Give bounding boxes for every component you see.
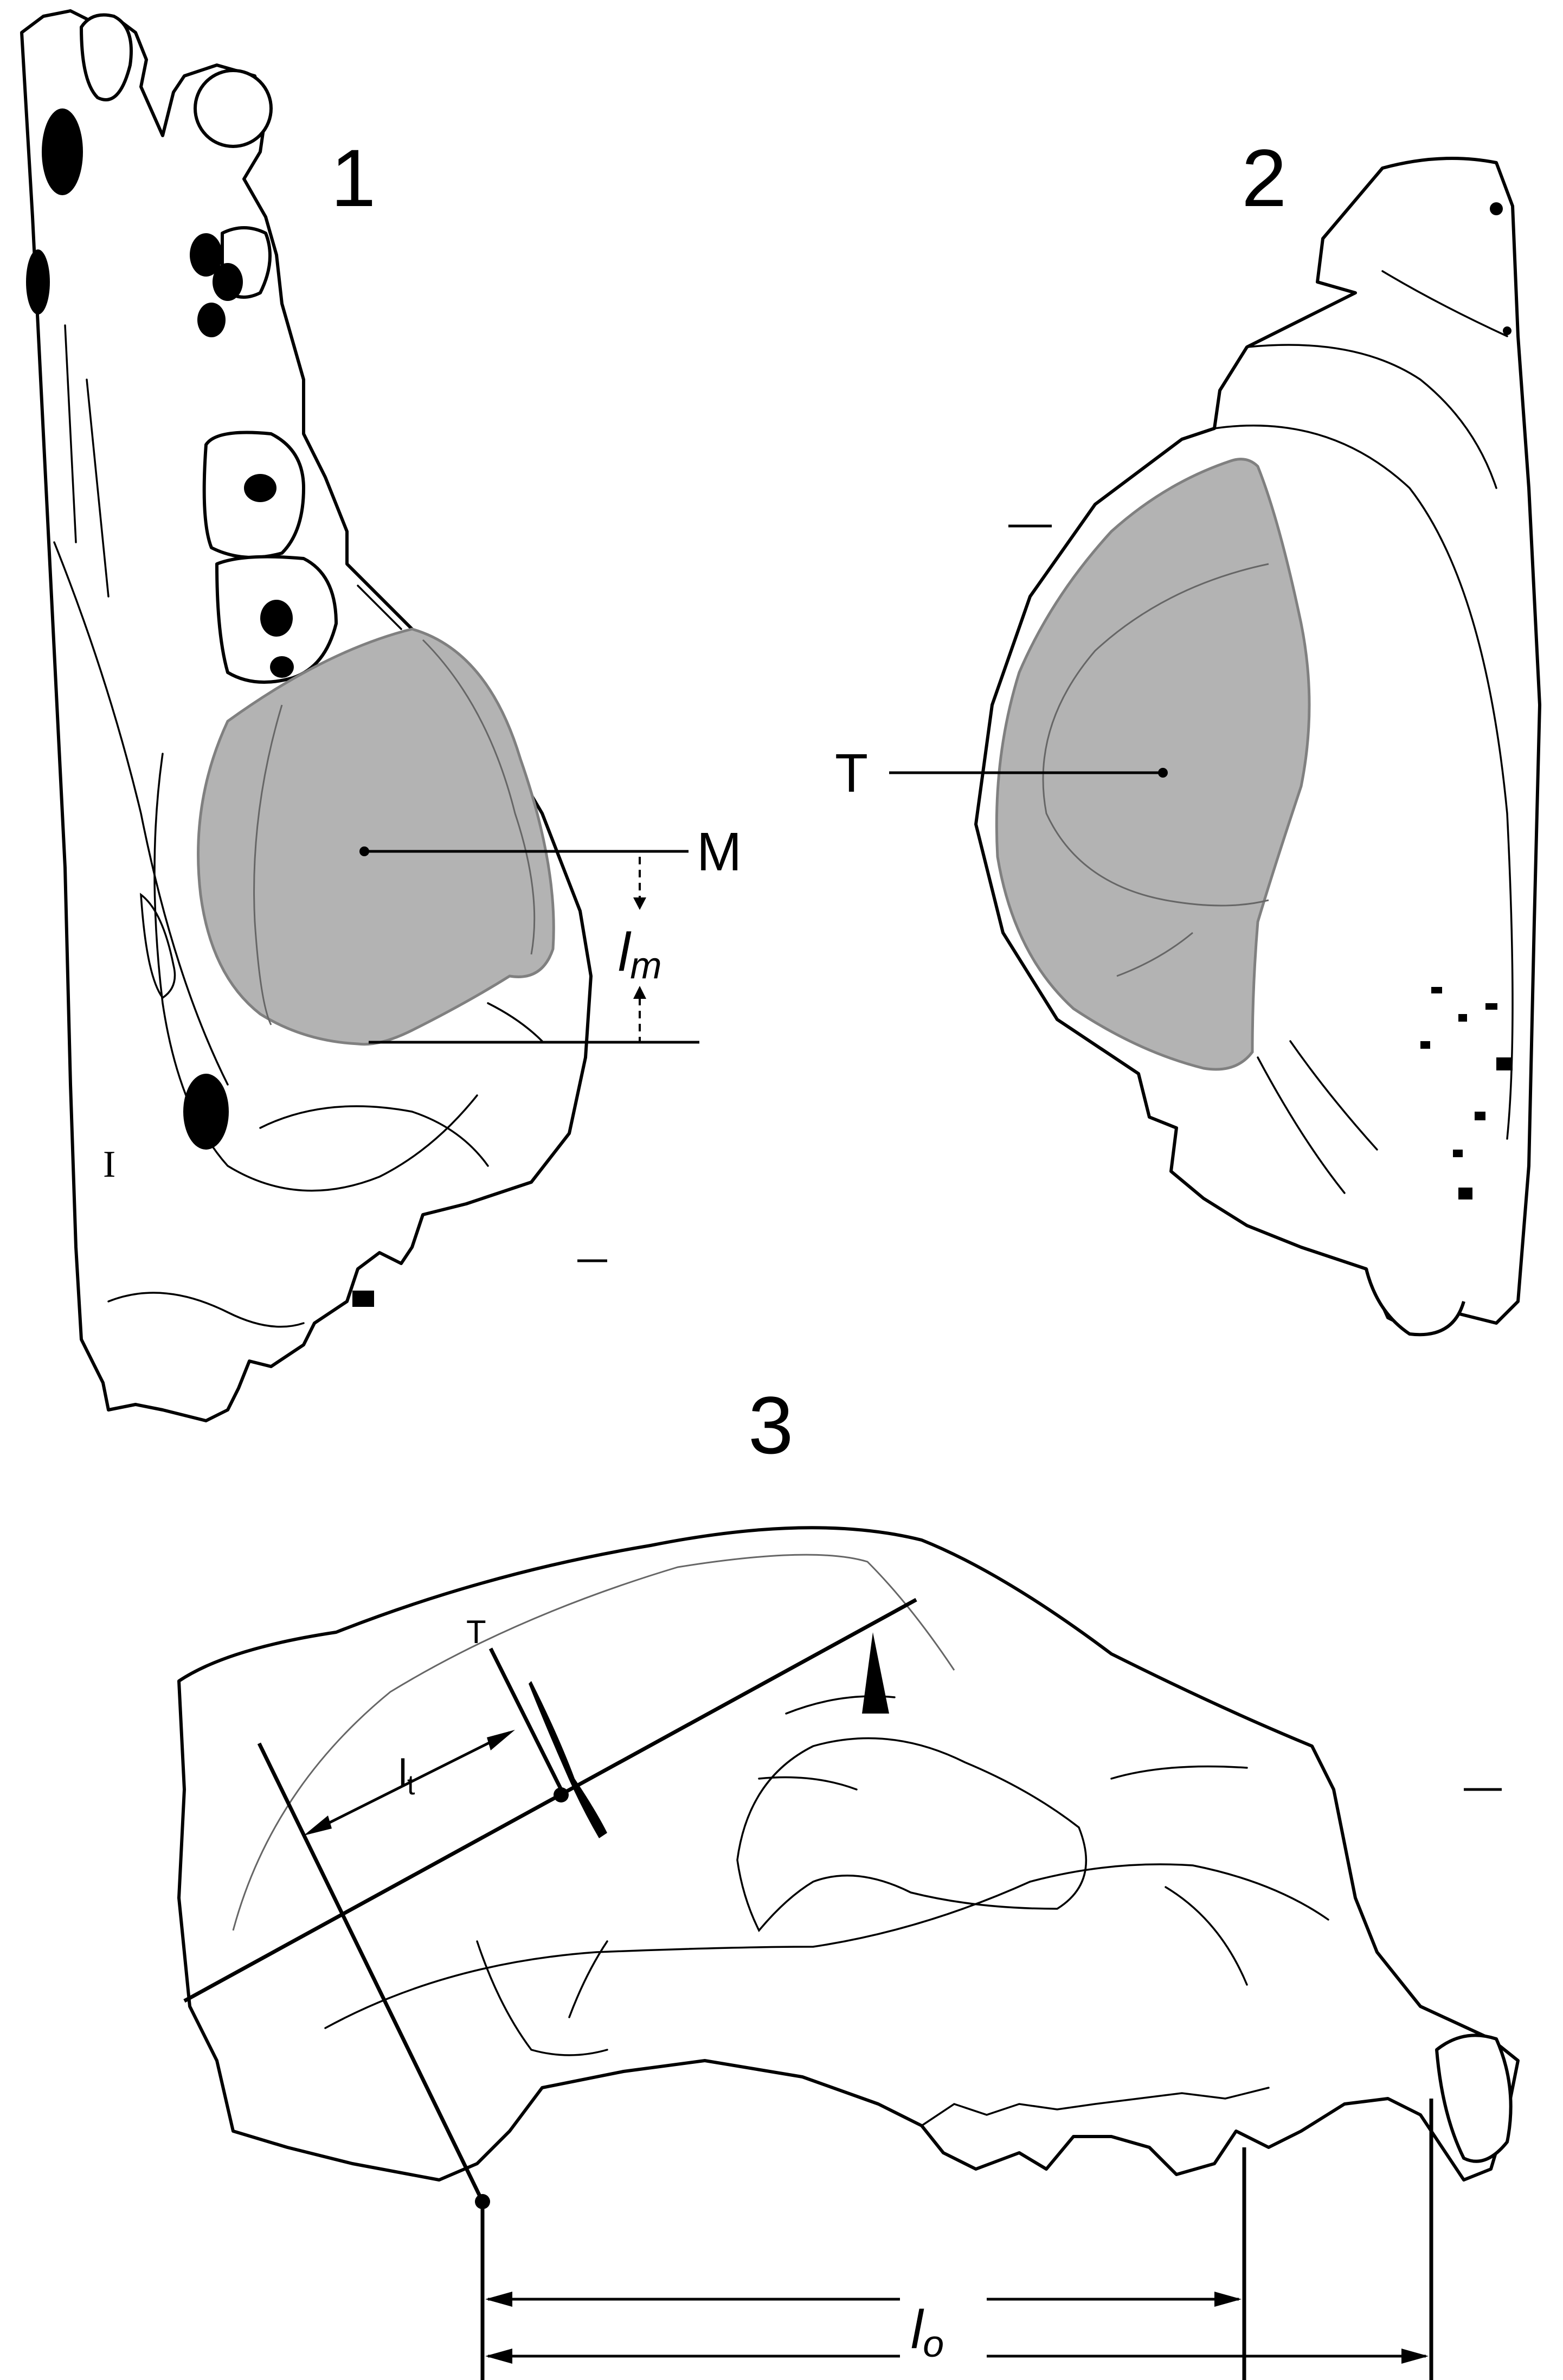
temporal-ridge-mark (529, 1681, 607, 1838)
measure-label: lm (618, 922, 662, 986)
masseter-muscle (197, 627, 555, 1046)
contour-line (1213, 424, 1514, 1140)
contour-line (357, 585, 402, 630)
arrowhead (485, 2292, 512, 2307)
orbit-outline (736, 1737, 1088, 1933)
panel-2: 2 T (835, 132, 1541, 1337)
contour-line (1381, 270, 1508, 337)
measure-subscript: m (630, 944, 661, 986)
lo-label: lo (911, 2299, 944, 2365)
measure-letter: l (618, 922, 632, 983)
skull-lateral-outline (177, 1526, 1520, 2182)
stipple-area (139, 893, 176, 999)
perpendicular-line (257, 1742, 485, 2203)
arrowhead (485, 2349, 512, 2364)
condyle (1365, 1268, 1465, 1337)
temporalis-muscle (995, 458, 1311, 1071)
contour-line (1289, 1040, 1378, 1151)
contour-line (1246, 344, 1497, 489)
panel-number: 1 (331, 132, 376, 223)
lo-label-gap (900, 2278, 987, 2380)
foramen (26, 249, 50, 315)
arrowhead (487, 1730, 515, 1750)
canine-crown (194, 69, 273, 148)
landmark-point (1490, 202, 1503, 215)
canine-tooth (1435, 2033, 1513, 2163)
arrowhead (1401, 2349, 1429, 2364)
lt-arrow (308, 1731, 511, 1834)
temporal-insertion-point (554, 1787, 569, 1802)
muscle-centroid (1158, 768, 1168, 778)
muscle-subdivision (253, 704, 283, 1025)
foramen (42, 108, 83, 195)
contour-line (1110, 1765, 1248, 1780)
foramen (1496, 1057, 1513, 1070)
lt-subscript: t (407, 1769, 415, 1801)
contour-line (1257, 1056, 1346, 1194)
lo-letter: l (911, 2299, 924, 2360)
foramen (1431, 987, 1442, 993)
tooth-row (921, 2087, 1270, 2127)
muscle-centroid (359, 846, 369, 856)
foramen (1458, 1014, 1467, 1022)
lo-subscript: o (923, 2323, 944, 2365)
temporal-top-label: T (466, 1614, 486, 1650)
arrowhead (633, 986, 646, 999)
contour-line (487, 1002, 543, 1042)
muscle-label: T (835, 743, 868, 804)
contour-line (1165, 1886, 1248, 1986)
foramen (190, 233, 222, 277)
contour-line (476, 1940, 608, 2056)
pulp-mark (270, 656, 294, 678)
foramen (1420, 1041, 1430, 1049)
pulp-mark (260, 600, 293, 637)
scale-tick-label: I (103, 1144, 115, 1185)
fossa-mark (862, 1632, 889, 1714)
foramen (1458, 1188, 1472, 1199)
panel-number: 3 (748, 1380, 793, 1471)
contour-line (568, 1940, 608, 2018)
zygomatic-arch (324, 1863, 1329, 2029)
foramen (213, 263, 243, 301)
muscle-label: M (697, 822, 742, 882)
arrowhead (1214, 2292, 1242, 2307)
contour-line (153, 753, 478, 1192)
lt-label: lt (398, 1752, 415, 1801)
foramen (1475, 1112, 1485, 1120)
contour-line (86, 379, 110, 598)
contour-line (107, 1292, 305, 1328)
foramen (1453, 1150, 1463, 1157)
incisor-crown (80, 13, 133, 101)
pulp-mark (244, 474, 276, 502)
panel-3: 3 T lt lo (177, 1380, 1520, 2380)
arrowhead (633, 897, 646, 910)
landmark-point (1503, 326, 1511, 335)
lt-letter: l (398, 1752, 407, 1795)
sagittal-crest (232, 1554, 955, 1931)
foramen (197, 303, 226, 337)
occlusal-reference-line (183, 1598, 917, 2003)
contour-line (53, 541, 229, 1086)
contour-line (64, 324, 77, 543)
contour-line (758, 1776, 858, 1791)
muscle-subdivision (422, 639, 536, 955)
muscle-subdivision (1116, 932, 1193, 977)
temporal-vector-line (488, 1647, 566, 1796)
panel-1: 1 M lm I (20, 9, 742, 1422)
foramen (1485, 1003, 1497, 1010)
contour-line (259, 1105, 489, 1167)
muscle-subdivision (1042, 563, 1269, 907)
foramen (352, 1291, 374, 1307)
foramen (183, 1074, 229, 1150)
panel-number: 2 (1242, 132, 1287, 223)
arrowhead (304, 1816, 332, 1836)
